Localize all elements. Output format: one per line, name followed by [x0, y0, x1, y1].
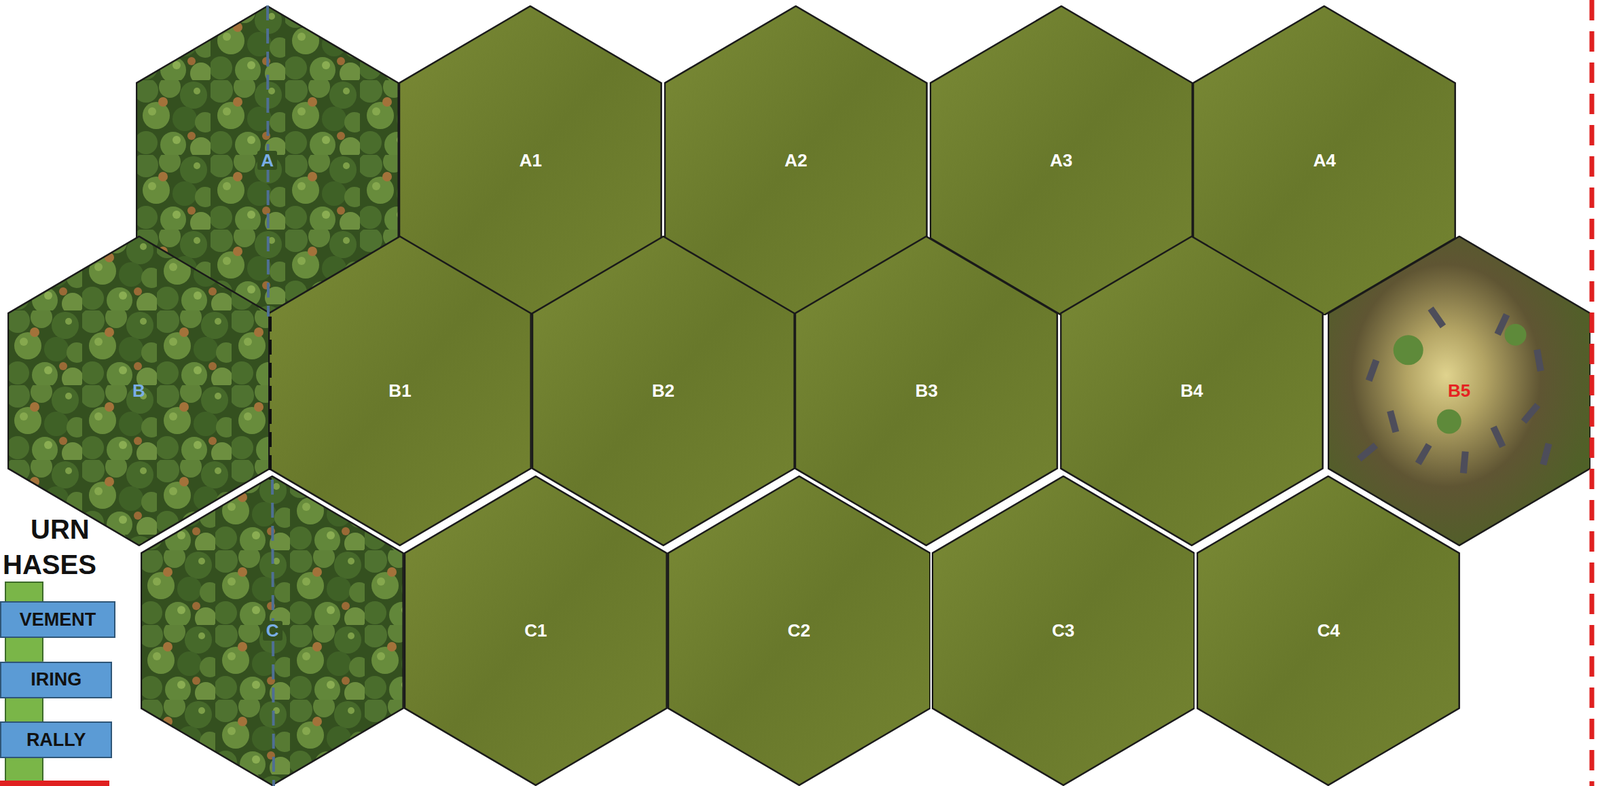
phase-box: IRING	[0, 661, 113, 699]
standing-stone	[1386, 410, 1399, 433]
hex-label: B4	[1180, 380, 1203, 401]
hex-label: C1	[524, 620, 547, 641]
heading-text: URN	[30, 515, 90, 543]
hex-label: C2	[787, 620, 811, 641]
red-bar	[0, 780, 110, 786]
standing-stone	[1489, 425, 1506, 448]
hex-label: B	[132, 380, 146, 401]
hex-label: A1	[519, 150, 542, 171]
hex-label: A2	[784, 150, 807, 171]
phase-name: RALLY	[26, 730, 87, 750]
hex-fill	[404, 476, 667, 786]
connector-fill	[6, 698, 43, 722]
hex-label: C4	[1317, 620, 1340, 641]
tree	[1437, 409, 1462, 434]
phase-track	[5, 582, 43, 603]
standing-stone	[1365, 359, 1380, 382]
grass-hex: C3	[931, 475, 1196, 786]
phase-connector	[23, 698, 25, 722]
tree	[1393, 334, 1424, 365]
hex-outline	[404, 476, 667, 786]
hex-fill	[668, 476, 931, 786]
hex-label: B2	[651, 380, 675, 401]
phase-box: RALLY	[0, 721, 113, 758]
boundary-line	[267, 5, 269, 317]
hex-outline	[932, 476, 1195, 786]
connector-outline	[4, 698, 44, 722]
hex-label: B1	[388, 380, 411, 401]
forest-hex: B	[7, 235, 271, 547]
heading-text: HASES	[2, 550, 97, 578]
hex-label: A3	[1049, 150, 1073, 171]
boundary-line	[272, 479, 274, 786]
standing-stone	[1356, 442, 1378, 462]
hex-fill	[932, 476, 1195, 786]
hex-label: A	[257, 150, 278, 171]
phase-connector	[23, 637, 25, 662]
phase-box: VEMENT	[0, 601, 116, 638]
hex-outline	[8, 236, 271, 546]
standing-stone	[1415, 442, 1433, 466]
phase-track	[5, 756, 43, 784]
hex-label: C3	[1051, 620, 1075, 641]
boundary-line	[268, 316, 272, 480]
hex-fill	[8, 236, 271, 546]
standing-stone	[1427, 306, 1446, 329]
connector-fill	[6, 637, 43, 662]
hex-label: A4	[1313, 150, 1336, 171]
grass-hex: C1	[404, 475, 668, 786]
hex-label: B5	[1447, 380, 1471, 401]
grass-hex: C4	[1196, 475, 1461, 786]
standing-stone	[1539, 442, 1552, 466]
hex-label: B3	[915, 380, 938, 401]
phase-name: IRING	[30, 670, 82, 689]
hex-label: C	[262, 620, 283, 641]
connector-outline	[4, 637, 44, 662]
hex-outline	[668, 476, 931, 786]
hex-outline	[1197, 476, 1460, 786]
phase-name: VEMENT	[19, 610, 97, 629]
grass-hex: C2	[667, 475, 932, 786]
standing-stone	[1533, 349, 1544, 372]
hex-fill	[1197, 476, 1460, 786]
tree	[1504, 323, 1526, 346]
map-edge-line	[1589, 0, 1595, 786]
standing-stone	[1521, 402, 1541, 424]
standing-stone	[1460, 450, 1469, 474]
